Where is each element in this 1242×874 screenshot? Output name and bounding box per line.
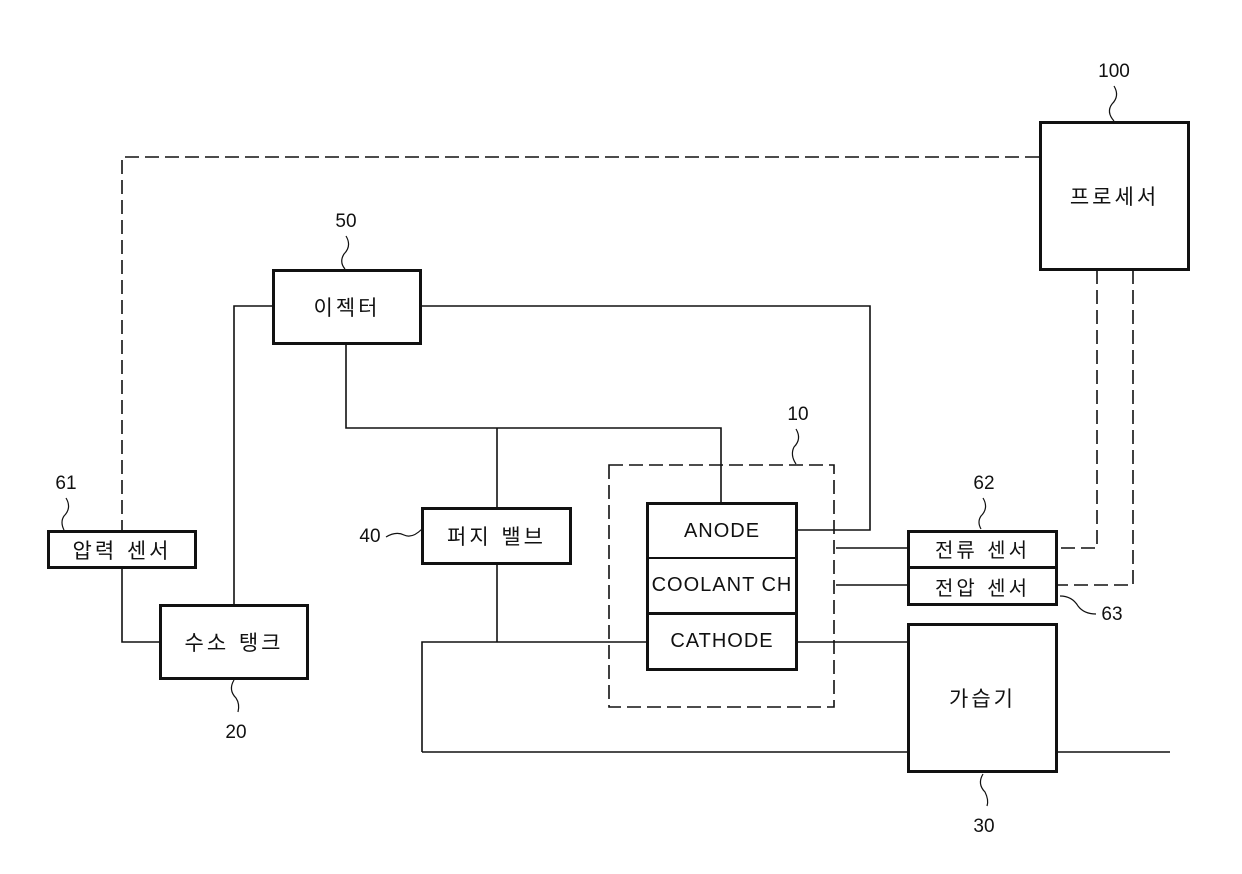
anode-layer: ANODE bbox=[649, 505, 795, 559]
pressure-sensor-block: 압력 센서 bbox=[47, 530, 197, 569]
line-ejector-to-anode bbox=[346, 344, 721, 502]
signal-processor-to-current-sensor bbox=[1057, 270, 1097, 548]
current-sensor-label: 전류 센서 bbox=[935, 534, 1030, 563]
leader-50 bbox=[342, 236, 349, 269]
hydrogen-tank-block: 수소 탱크 bbox=[159, 604, 309, 680]
signal-processor-to-voltage-sensor bbox=[1057, 270, 1133, 585]
anode-label: ANODE bbox=[684, 520, 760, 543]
signal-processor-to-pressure-sensor bbox=[122, 157, 1039, 531]
cathode-layer: CATHODE bbox=[649, 615, 795, 668]
humidifier-block: 가습기 bbox=[907, 623, 1058, 773]
coolant-channel-label: COOLANT CH bbox=[652, 574, 793, 597]
coolant-channel-layer: COOLANT CH bbox=[649, 559, 795, 615]
ref-ejector: 50 bbox=[335, 211, 356, 233]
ejector-label: 이젝터 bbox=[314, 292, 381, 322]
line-cathode-inlet bbox=[422, 642, 646, 752]
leader-30 bbox=[980, 774, 987, 806]
voltage-sensor-block: 전압 센서 bbox=[907, 568, 1058, 605]
current-sensor-block: 전류 센서 bbox=[907, 530, 1058, 569]
sensor-group: 전류 센서 전압 센서 bbox=[907, 530, 1058, 606]
ref-current-sensor: 62 bbox=[973, 473, 994, 495]
ejector-block: 이젝터 bbox=[272, 269, 422, 345]
processor-label: 프로세서 bbox=[1070, 181, 1159, 211]
leader-10 bbox=[792, 429, 798, 464]
hydrogen-tank-label: 수소 탱크 bbox=[185, 627, 284, 657]
ref-pressure-sensor: 61 bbox=[55, 473, 76, 495]
leader-20 bbox=[231, 680, 238, 712]
processor-block: 프로세서 bbox=[1039, 121, 1190, 271]
pressure-sensor-label: 압력 센서 bbox=[73, 535, 172, 565]
line-tank-to-ejector bbox=[234, 306, 272, 604]
purge-valve-label: 퍼지 밸브 bbox=[447, 521, 546, 551]
cathode-label: CATHODE bbox=[670, 630, 773, 653]
purge-valve-block: 퍼지 밸브 bbox=[421, 507, 572, 565]
ref-voltage-sensor: 63 bbox=[1101, 604, 1122, 626]
leader-40 bbox=[386, 529, 422, 537]
line-sensor-to-tank bbox=[122, 568, 160, 642]
ref-humidifier: 30 bbox=[973, 816, 994, 838]
voltage-sensor-label: 전압 센서 bbox=[935, 572, 1030, 601]
ref-processor: 100 bbox=[1098, 61, 1130, 83]
ref-fuel-cell-stack: 10 bbox=[787, 404, 808, 426]
ref-purge-valve: 40 bbox=[359, 526, 380, 548]
humidifier-label: 가습기 bbox=[949, 683, 1016, 713]
leader-63 bbox=[1060, 596, 1096, 614]
ref-hydrogen-tank: 20 bbox=[225, 722, 246, 744]
leader-100 bbox=[1109, 86, 1116, 121]
leader-61 bbox=[62, 498, 69, 530]
fuel-cell-stack: ANODE COOLANT CH CATHODE bbox=[646, 502, 798, 671]
leader-62 bbox=[979, 498, 986, 529]
